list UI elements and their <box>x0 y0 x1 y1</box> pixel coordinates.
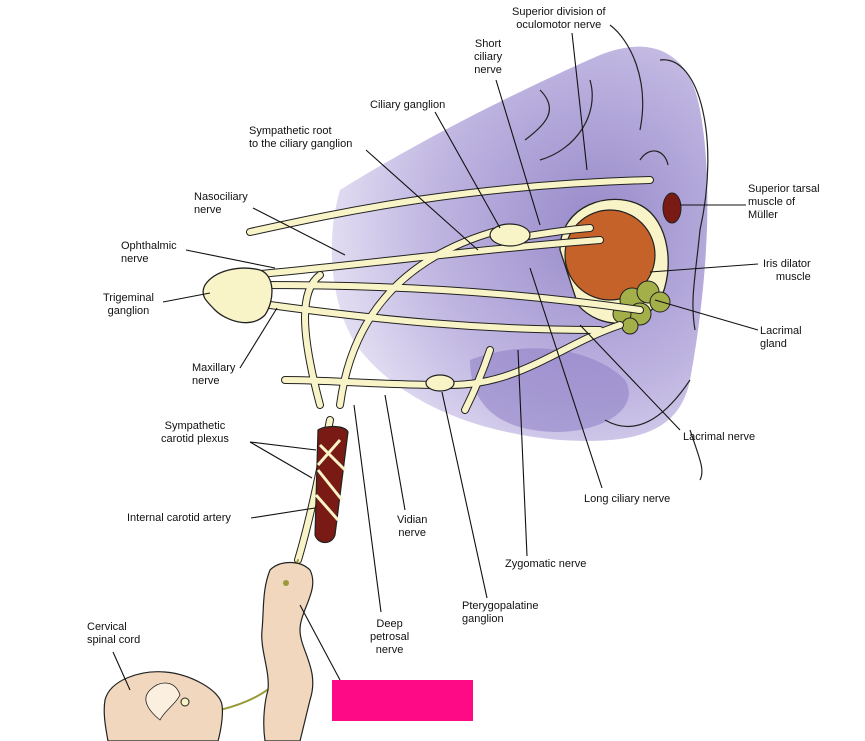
leader-lines <box>112 32 759 691</box>
label-iris-dilator-muscle: Iris dilator muscle <box>763 258 811 283</box>
ciliary-ganglion <box>489 223 531 247</box>
label-vidian-nerve: Vidian nerve <box>397 514 428 539</box>
label-zygomatic-nerve: Zygomatic nerve <box>505 558 587 570</box>
label-pterygopalatine-ganglion: Pterygopalatine ganglion <box>462 600 539 625</box>
label-redaction-box <box>332 680 473 721</box>
label-superior-division-oculomotor: Superior division of oculomotor nerve <box>512 6 606 31</box>
spinal-gray-matter <box>145 682 181 721</box>
label-short-ciliary-nerve: Short ciliary nerve <box>474 38 503 76</box>
label-cervical-spinal-cord: Cervical spinal cord <box>87 621 141 646</box>
label-sympathetic-root: Sympathetic root to the ciliary ganglion <box>249 125 353 150</box>
label-trigeminal-ganglion: Trigeminal ganglion <box>103 292 154 317</box>
spinal-root-node <box>180 697 190 707</box>
orbit-bone-lines <box>524 24 709 481</box>
sympathetic-trunk-column <box>261 561 314 741</box>
sympathetic-plexus-strands <box>314 439 347 521</box>
lacrimal-gland <box>612 280 671 335</box>
label-lacrimal-nerve: Lacrimal nerve <box>683 431 756 443</box>
label-internal-carotid-artery: Internal carotid artery <box>127 512 231 524</box>
label-maxillary-nerve: Maxillary nerve <box>192 362 236 387</box>
label-superior-tarsal-muscle: Superior tarsal muscle of Müller <box>748 183 820 221</box>
chain-ganglion-node <box>283 580 289 586</box>
label-deep-petrosal-nerve: Deep petrosal nerve <box>370 618 410 656</box>
label-long-ciliary-nerve: Long ciliary nerve <box>584 493 671 505</box>
label-ophthalmic-nerve: Ophthalmic nerve <box>121 240 177 265</box>
trigeminal-ganglion <box>202 267 273 324</box>
label-lacrimal-gland: Lacrimal gland <box>760 325 802 350</box>
label-sympathetic-carotid-plexus: Sympathetic carotid plexus <box>161 420 229 445</box>
eye-globe <box>564 209 656 301</box>
label-ciliary-ganglion: Ciliary ganglion <box>370 99 446 111</box>
orbit-floor-shade <box>470 348 629 432</box>
pterygopalatine-ganglion <box>425 374 455 392</box>
label-nasociliary-nerve: Nasociliary nerve <box>194 191 248 216</box>
superior-tarsal-muscle <box>662 192 682 224</box>
